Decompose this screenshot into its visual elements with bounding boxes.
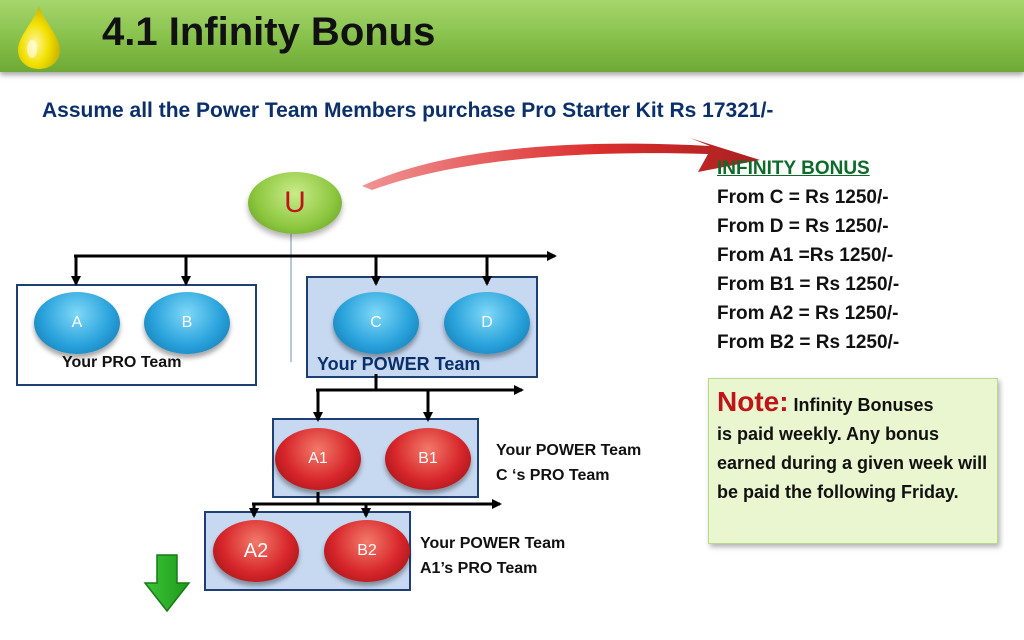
node-a2: A2: [213, 520, 299, 582]
bonus-line: From A2 = Rs 1250/-: [717, 303, 899, 324]
swoosh-arrow: [362, 138, 760, 190]
note-box: Note: Infinity Bonuses is paid weekly. A…: [708, 378, 998, 544]
title-bar: 4.1 Infinity Bonus: [0, 0, 1024, 72]
green-down-arrow-icon: [143, 554, 191, 613]
c-group-label-line2: C ‘s PRO Team: [496, 467, 610, 484]
note-lead: Note:: [717, 386, 789, 417]
bonus-line: From D = Rs 1250/-: [717, 216, 889, 237]
a1-group-label-line2: A1’s PRO Team: [420, 560, 538, 577]
note-first: Infinity Bonuses: [788, 395, 934, 415]
node-b: B: [144, 292, 230, 354]
pro-team-label: Your PRO Team: [62, 354, 182, 371]
node-b1: B1: [385, 428, 471, 490]
droplet-icon: [18, 6, 60, 69]
note-body: is paid weekly. Any bonus earned during …: [717, 424, 988, 502]
bonus-line: From C = Rs 1250/-: [717, 187, 889, 208]
headline: Assume all the Power Team Members purcha…: [42, 99, 774, 122]
node-d: D: [444, 292, 530, 354]
bonus-line: From B2 = Rs 1250/-: [717, 332, 900, 353]
node-c: C: [333, 292, 419, 354]
page-title: 4.1 Infinity Bonus: [102, 10, 436, 54]
c-group-label-line1: Your POWER Team: [496, 442, 642, 459]
bonus-line: From B1 = Rs 1250/-: [717, 274, 900, 295]
power-team-label: Your POWER Team: [317, 354, 481, 374]
infinity-bonus-list: INFINITY BONUS From C = Rs 1250/- From D…: [717, 154, 899, 357]
node-b2: B2: [324, 520, 410, 582]
bonus-line: From A1 =Rs 1250/-: [717, 245, 894, 266]
node-a: A: [34, 292, 120, 354]
node-a1: A1: [275, 428, 361, 490]
bonus-heading: INFINITY BONUS: [717, 158, 870, 179]
node-u: U: [248, 172, 342, 234]
a1-group-label-line1: Your POWER Team: [420, 535, 566, 552]
